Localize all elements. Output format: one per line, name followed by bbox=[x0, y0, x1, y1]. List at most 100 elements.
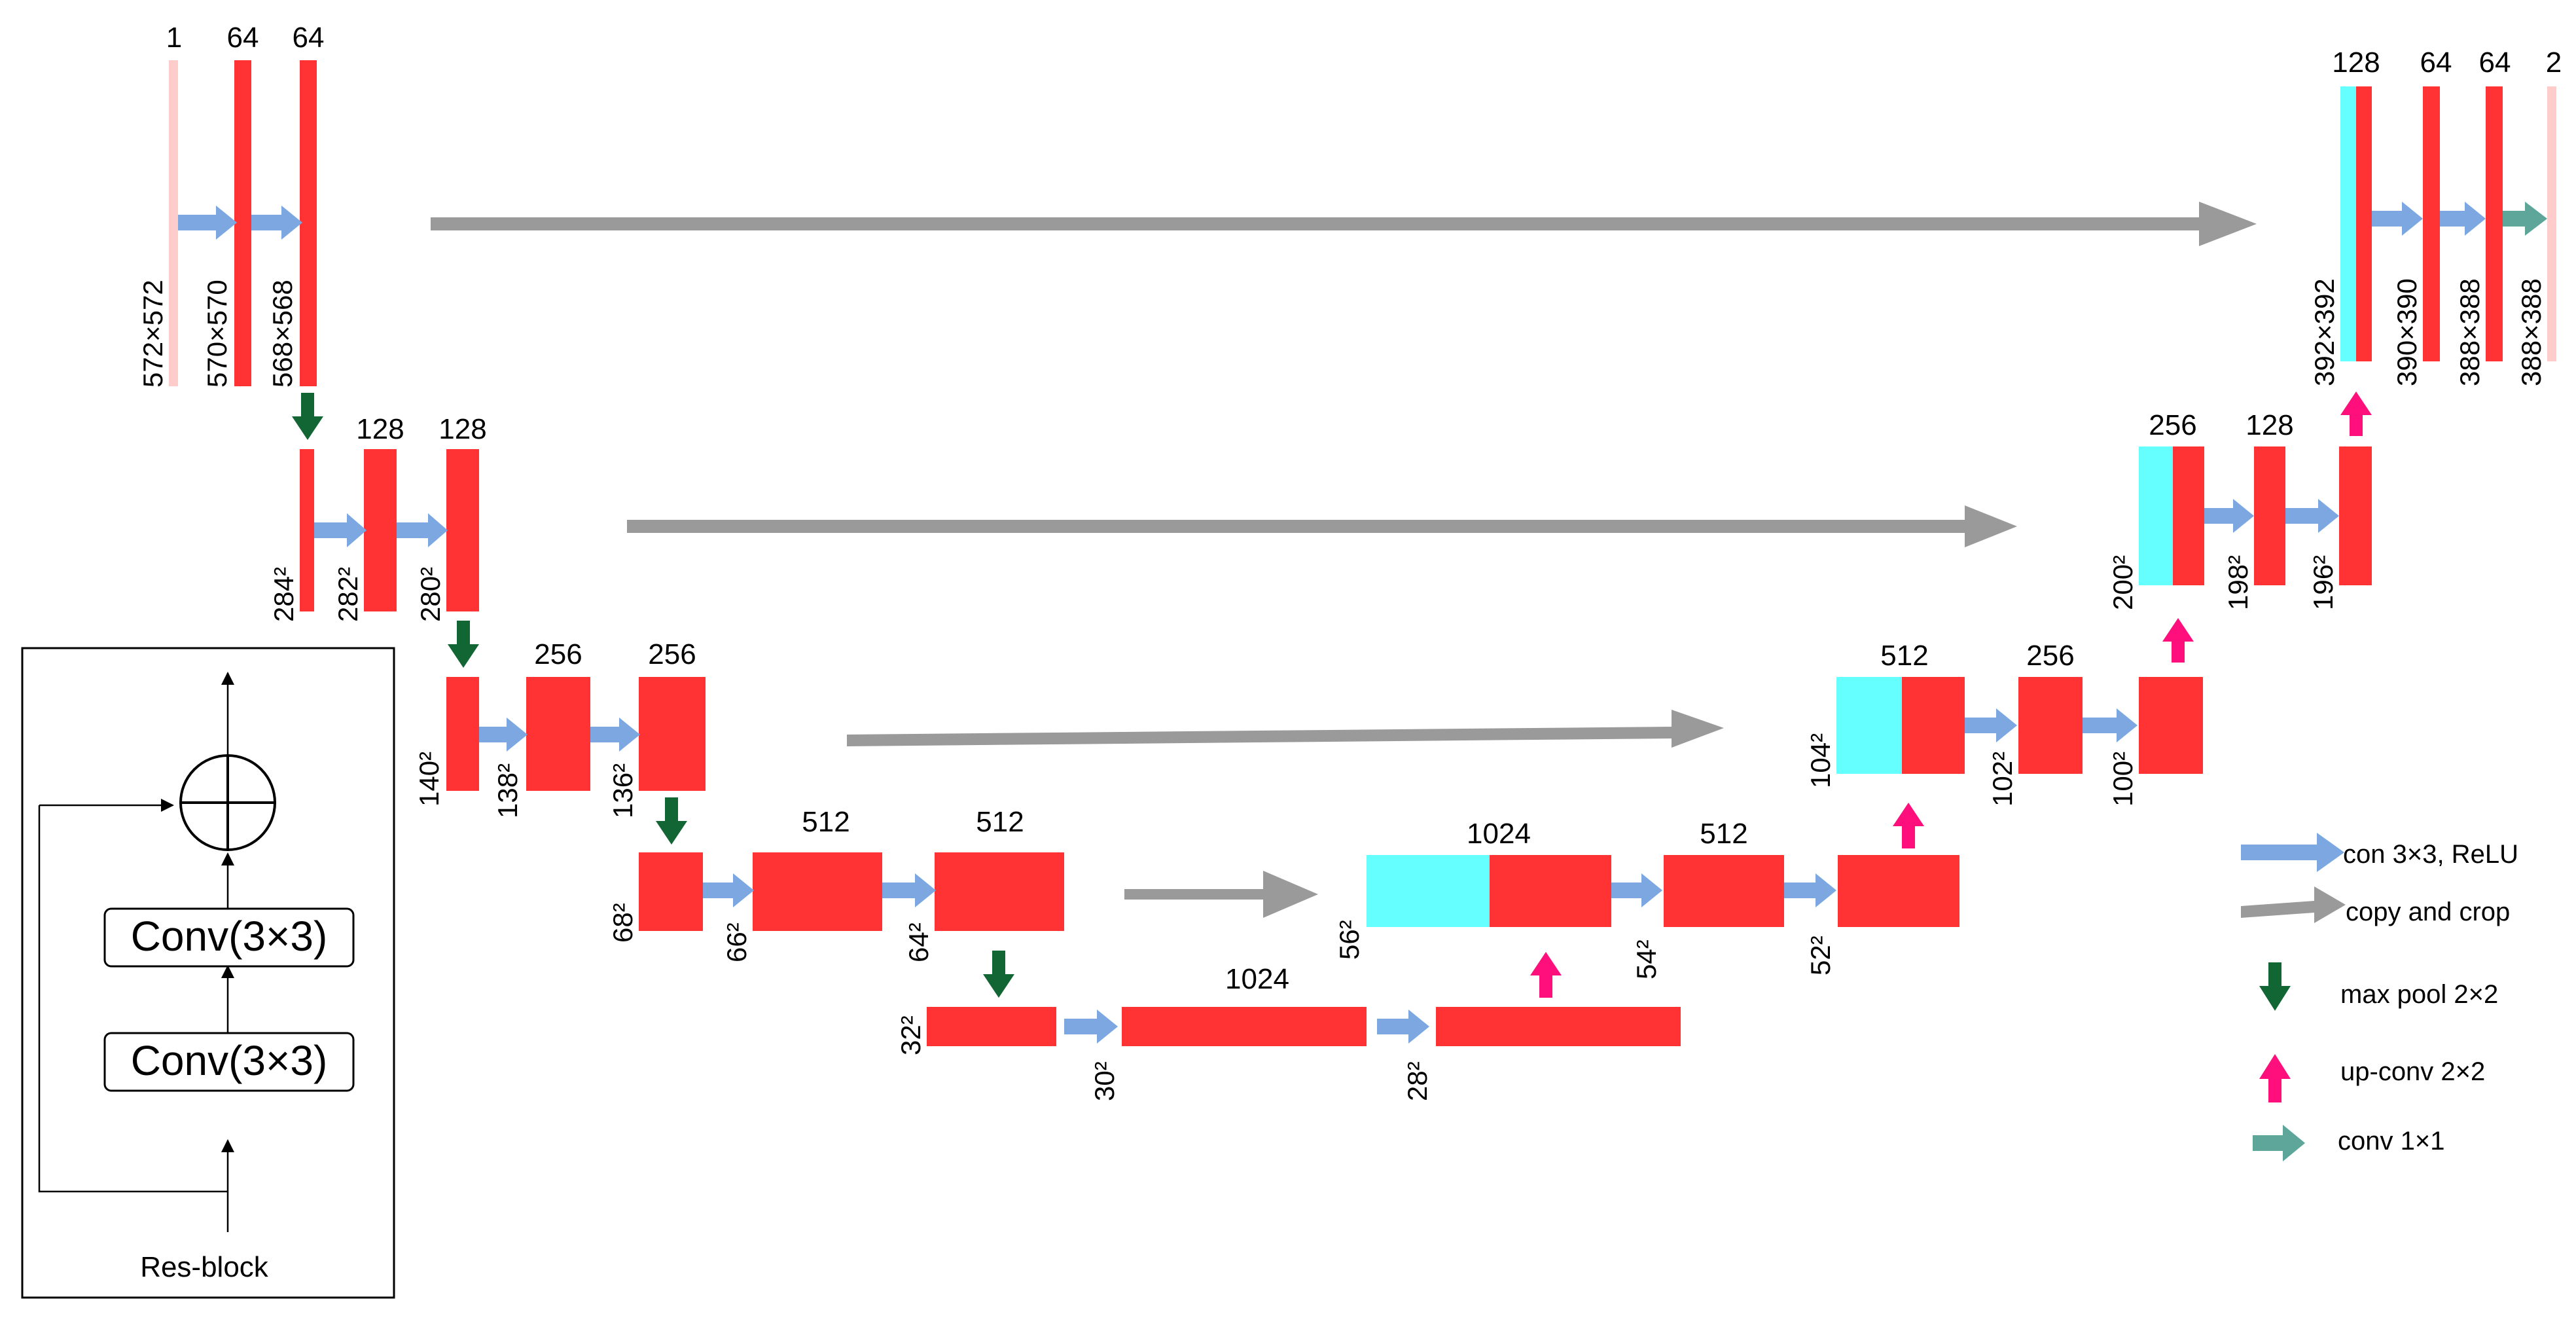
conv-arrow bbox=[397, 513, 448, 547]
legend-upconv-label: up-conv 2×2 bbox=[2340, 1057, 2485, 1086]
channel-label: 64 bbox=[293, 22, 325, 54]
conv-box bbox=[103, 1032, 355, 1092]
level1-left: 1 64 64 572×572 570×570 568×568 bbox=[137, 22, 324, 388]
copy-crop-arrow bbox=[847, 710, 1724, 748]
conv-arrow bbox=[882, 873, 936, 907]
conv-arrow bbox=[314, 513, 367, 547]
conv-arrow bbox=[2372, 202, 2423, 236]
size-label: 572×572 bbox=[137, 280, 168, 388]
upconv-arrow bbox=[2162, 618, 2194, 663]
level3-left: 256 256 140² 138² 136² bbox=[414, 638, 706, 818]
conv-arrow bbox=[1377, 1010, 1429, 1044]
size-label: 52² bbox=[1805, 936, 1836, 975]
conv-arrow bbox=[590, 718, 640, 752]
copied-map bbox=[1836, 677, 1902, 774]
upconv-arrow bbox=[1530, 952, 1562, 998]
feature-map bbox=[2139, 677, 2203, 774]
conv-arrow bbox=[2285, 499, 2339, 533]
conv-arrow bbox=[2440, 202, 2486, 236]
feature-map bbox=[2339, 446, 2372, 585]
pool-arrow bbox=[448, 621, 479, 668]
channel-label: 128 bbox=[438, 413, 486, 445]
pool-arrow bbox=[983, 951, 1014, 998]
feature-map bbox=[639, 677, 706, 791]
legend: con 3×3, ReLU copy and crop max pool 2×2… bbox=[2241, 833, 2518, 1161]
channel-label: 512 bbox=[1700, 818, 1747, 850]
size-label: 102² bbox=[1987, 752, 2018, 807]
size-label: 390×390 bbox=[2391, 278, 2422, 386]
channel-label: 1024 bbox=[1467, 818, 1531, 850]
conv-arrow bbox=[703, 873, 754, 907]
size-label: 388×388 bbox=[2516, 278, 2547, 386]
size-label: 104² bbox=[1805, 733, 1836, 788]
copy-crop-arrow bbox=[627, 505, 2017, 547]
channel-label: 64 bbox=[2420, 46, 2452, 79]
pool-arrows bbox=[292, 393, 1014, 998]
channel-label: 1 bbox=[166, 22, 182, 54]
size-label: 136² bbox=[607, 763, 638, 818]
conv-arrow bbox=[1064, 1010, 1118, 1044]
feature-map bbox=[446, 677, 479, 791]
conv-arrow bbox=[178, 206, 237, 240]
conv-box bbox=[103, 907, 355, 968]
legend-pool-label: max pool 2×2 bbox=[2340, 980, 2498, 1009]
feature-map bbox=[1490, 855, 1611, 927]
legend-pool-arrow bbox=[2259, 962, 2291, 1011]
pool-arrow bbox=[292, 393, 323, 440]
size-label: 388×388 bbox=[2454, 278, 2485, 386]
conv-arrow bbox=[479, 718, 528, 752]
size-label: 200² bbox=[2107, 555, 2138, 610]
feature-map bbox=[1838, 855, 1959, 927]
legend-upconv-arrow bbox=[2259, 1054, 2291, 1102]
channel-label: 1024 bbox=[1225, 963, 1289, 995]
channel-label: 256 bbox=[534, 638, 582, 670]
input-map bbox=[169, 60, 178, 386]
size-label: 54² bbox=[1631, 939, 1662, 979]
feature-map bbox=[1122, 1007, 1367, 1046]
channel-label: 64 bbox=[2479, 46, 2511, 79]
feature-map bbox=[2486, 86, 2503, 361]
level2-left: 128 128 284² 282² 280² bbox=[268, 413, 487, 622]
copy-crop-arrow bbox=[431, 202, 2257, 246]
level2-right: 256 128 200² 198² 196² bbox=[2107, 409, 2372, 610]
channel-label: 256 bbox=[2026, 640, 2074, 672]
copy-crop-arrows bbox=[431, 202, 2257, 918]
conv-arrows bbox=[178, 202, 2486, 1044]
size-label: 138² bbox=[492, 763, 523, 818]
legend-copy-arrow bbox=[2241, 886, 2346, 923]
res-block-title: Res-block bbox=[140, 1251, 269, 1283]
feature-map bbox=[234, 60, 251, 386]
res-block: Conv(3×3) Conv(3×3) Res-block bbox=[21, 647, 395, 1299]
conv-box-label: Conv(3×3) bbox=[131, 913, 328, 960]
size-label: 32² bbox=[895, 1015, 926, 1055]
size-label: 280² bbox=[415, 567, 446, 622]
size-label: 56² bbox=[1334, 920, 1365, 960]
level1-right: 128 64 64 2 392×392 390×390 388×388 388×… bbox=[2309, 46, 2562, 386]
feature-map bbox=[753, 852, 882, 931]
feature-map bbox=[526, 677, 590, 791]
copied-map bbox=[1367, 855, 1490, 927]
size-label: 64² bbox=[903, 922, 934, 962]
feature-map bbox=[364, 449, 397, 611]
conv-arrow bbox=[2204, 499, 2254, 533]
size-label: 68² bbox=[607, 903, 638, 943]
legend-conv-arrow bbox=[2241, 833, 2344, 872]
upconv-arrow bbox=[1893, 803, 1924, 848]
feature-map bbox=[2018, 677, 2083, 774]
size-label: 284² bbox=[268, 567, 299, 622]
feature-map bbox=[1902, 677, 1965, 774]
channel-label: 128 bbox=[2332, 46, 2380, 79]
level4-right: 1024 512 56² 54² 52² bbox=[1334, 818, 1959, 979]
conv-arrow bbox=[1965, 708, 2017, 742]
level3-right: 512 256 104² 102² 100² bbox=[1805, 640, 2203, 807]
copy-crop-arrow bbox=[1124, 871, 1318, 918]
feature-map bbox=[639, 852, 703, 931]
upconv-arrows bbox=[1530, 391, 2372, 998]
channel-label: 256 bbox=[648, 638, 696, 670]
feature-map bbox=[446, 449, 479, 611]
feature-map bbox=[300, 60, 317, 386]
channel-label: 512 bbox=[976, 806, 1024, 838]
size-label: 28² bbox=[1402, 1061, 1433, 1101]
channel-label: 512 bbox=[1880, 640, 1928, 672]
